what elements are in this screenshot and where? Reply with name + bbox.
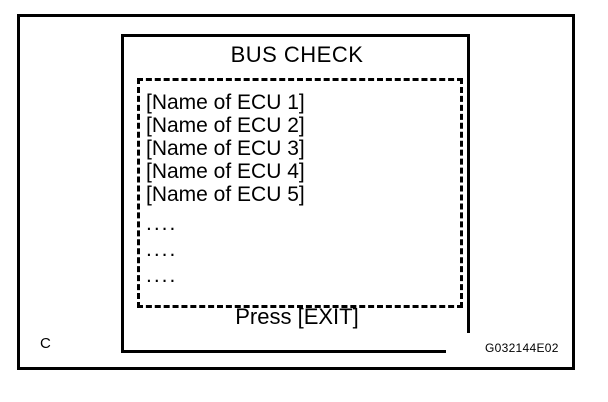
list-item[interactable]: [Name of ECU 3] [146, 137, 305, 160]
display-title: BUS CHECK [230, 42, 364, 67]
list-item[interactable]: [Name of ECU 4] [146, 160, 305, 183]
list-item-continuation: .... [146, 238, 178, 261]
panel-bottom-border [124, 350, 446, 353]
figure-reference-code: G032144E02 [485, 341, 559, 355]
ecu-list-container: [Name of ECU 1] [Name of ECU 2] [Name of… [137, 78, 463, 308]
ecu-list: [Name of ECU 1] [Name of ECU 2] [Name of… [146, 91, 456, 289]
figure-corner-label: C [40, 335, 51, 352]
list-item-continuation: .... [146, 212, 178, 235]
list-item-continuation: .... [146, 264, 178, 287]
panel-right-border [467, 37, 470, 333]
bus-check-display-panel: BUS CHECK [Name of ECU 1] [Name of ECU 2… [121, 34, 470, 353]
exit-prompt[interactable]: Press [EXIT] [235, 304, 359, 329]
figure-frame: BUS CHECK [Name of ECU 1] [Name of ECU 2… [17, 14, 575, 370]
list-item[interactable]: [Name of ECU 1] [146, 91, 305, 114]
list-item[interactable]: [Name of ECU 5] [146, 183, 305, 206]
list-item[interactable]: [Name of ECU 2] [146, 114, 305, 137]
